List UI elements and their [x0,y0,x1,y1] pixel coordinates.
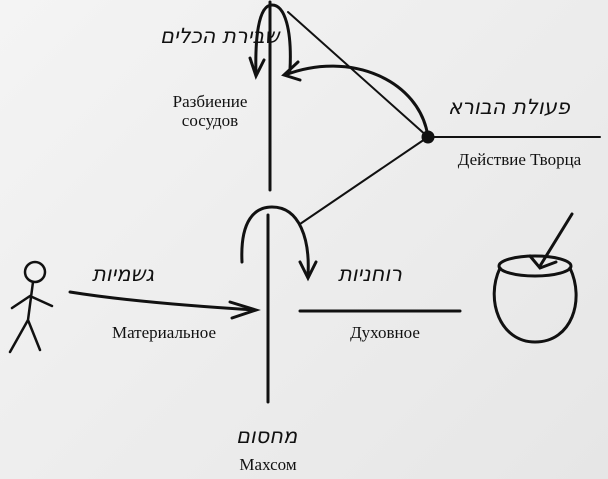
material-arrow-line [68,290,257,312]
arrowhead [228,300,261,320]
creator-curve-arrow [283,64,430,139]
creator-line-top [287,11,429,138]
vessel-icon [492,212,578,344]
material-label: Материальное [111,323,217,342]
arrowhead [281,60,302,82]
arrowhead [248,56,266,80]
spiritual-label: Духовное [350,323,420,342]
hebrew-spiritual-label: רוחניות [338,262,402,286]
hebrew-material-label: גשמיות [92,262,155,286]
upper-arch-arrow [254,3,292,77]
lower-arch-arrow [240,205,310,277]
breaking-label: Разбиение сосудов [172,92,248,130]
creator-action-label: Действие Творца [457,150,582,169]
creator-line-bottom [299,136,429,225]
stick-figure-icon [8,260,54,354]
hebrew-creator-action-label: פעולת הבורא [448,95,570,119]
machsom-label: Махсом [239,455,297,474]
arrowhead [298,260,318,282]
hebrew-breaking-label: שבירת הכלים [160,24,280,48]
hebrew-machsom-label: מחסום [236,424,298,448]
